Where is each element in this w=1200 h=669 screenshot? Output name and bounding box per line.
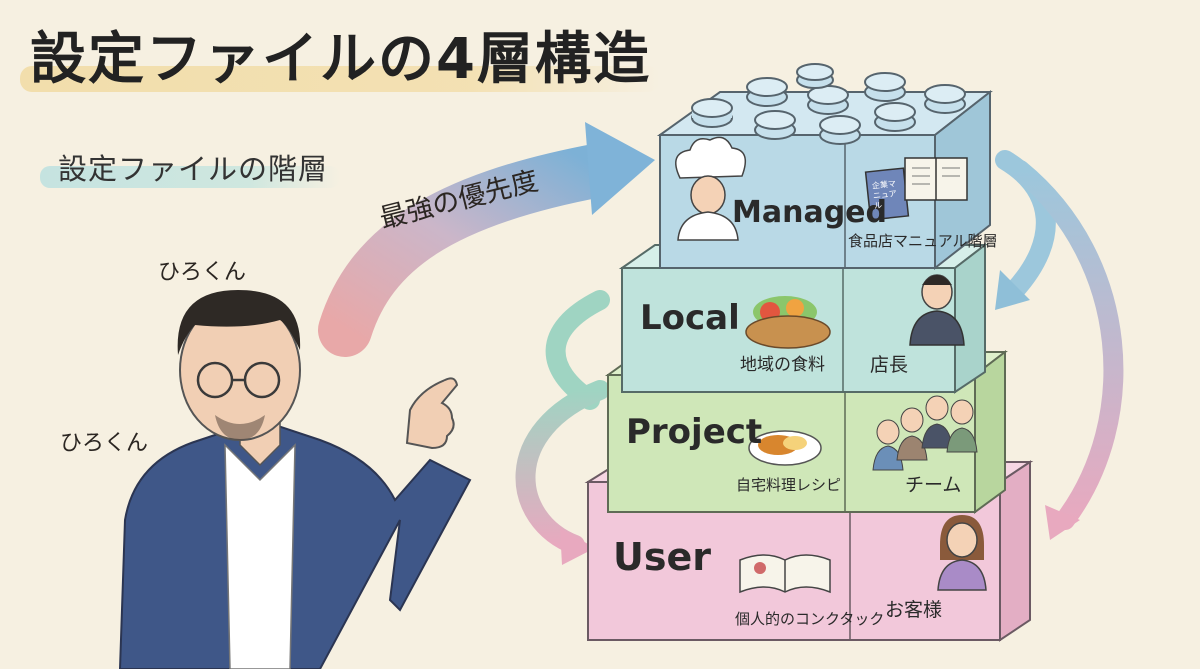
layer-user-role: お客様 [885,599,943,621]
layer-user-name: User [613,535,711,579]
recipe-book-icon [739,554,831,594]
layer-managed-note: 食品店マニュアル階層 [848,232,998,250]
layer-managed-name: Managed [732,195,887,230]
chef-icon [675,136,747,241]
presenter-name-top: ひろくん [158,260,247,285]
customer-icon [937,515,987,591]
right-flow-arrows [995,150,1124,540]
title-highlight [20,66,660,92]
manual-book-icon [864,157,968,221]
team-icon [872,395,978,471]
layer-local-note: 地域の食料 [740,355,825,375]
layer-project-role: チーム [905,474,962,496]
manual-cover-text: 企業マニュアル [871,179,898,211]
subtitle-highlight [40,166,340,188]
layer-user-note: 個人的のコンクタック [735,610,885,628]
priority-arrow [318,122,655,357]
presenter-illustration [118,290,472,669]
layer-project-note: 自宅料理レシピ [736,476,842,494]
curry-plate-icon [748,430,822,466]
store-manager-icon [909,274,965,346]
presenter-name-left: ひろくん [60,431,149,456]
layer-project-name: Project [626,412,763,452]
block-studs [691,63,966,145]
layer-local-role: 店長 [870,354,909,376]
page-subtitle: 設定ファイルの階層 [58,152,329,186]
left-flow-arrows [515,290,610,565]
vegetable-basket-icon [745,296,831,349]
layer-local-name: Local [640,298,740,338]
page-title: 設定ファイルの4層構造 [30,27,651,92]
